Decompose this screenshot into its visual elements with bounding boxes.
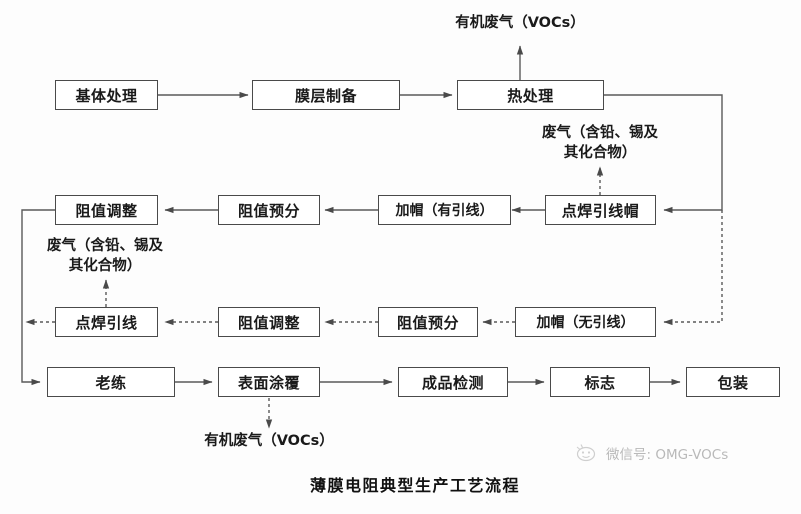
node-label: 阻值调整 [75, 201, 138, 220]
node-label: 表面涂覆 [237, 373, 300, 392]
edge-rail-to-capping-nolead [663, 210, 723, 326]
node-heat-treatment[interactable]: 热处理 [457, 80, 604, 110]
emission-line: 有机废气（VOCs） [455, 15, 585, 31]
edge-left-rail-to-aging [21, 209, 55, 386]
node-marking[interactable]: 标志 [550, 367, 650, 397]
watermark-text: 微信号: OMG-VOCs [606, 447, 729, 463]
emission-line: 其化合物） [563, 144, 637, 161]
emission-line: 其化合物） [68, 257, 142, 274]
node-label: 成品检测 [421, 373, 484, 392]
node-resistance-adjust-nolead[interactable]: 阻值调整 [218, 307, 320, 337]
node-label: 点焊引线帽 [561, 201, 640, 220]
node-label: 膜层制备 [294, 86, 357, 105]
diagram-caption: 薄膜电阻典型生产工艺流程 [310, 472, 520, 496]
node-aging[interactable]: 老练 [47, 367, 175, 397]
node-label: 包装 [717, 373, 749, 392]
node-capping-without-lead[interactable]: 加帽（无引线） [515, 307, 656, 337]
node-label: 基体处理 [75, 86, 138, 105]
node-label: 点焊引线 [75, 313, 138, 332]
node-label: 阻值预分 [396, 313, 459, 332]
emission-waste-gas-from-spot-weld-lead: 废气（含铅、锡及 其化合物） [30, 237, 180, 276]
node-packaging[interactable]: 包装 [686, 367, 780, 397]
node-label: 热处理 [507, 86, 554, 105]
node-label: 标志 [584, 373, 616, 392]
node-resistance-presort-lead[interactable]: 阻值预分 [218, 195, 320, 225]
node-substrate-treatment[interactable]: 基体处理 [55, 80, 158, 110]
node-surface-coating[interactable]: 表面涂覆 [218, 367, 320, 397]
watermark: 微信号: OMG-VOCs [573, 443, 728, 463]
caption-text: 薄膜电阻典型生产工艺流程 [310, 476, 521, 495]
node-film-preparation[interactable]: 膜层制备 [252, 80, 400, 110]
emission-line: 有机废气（VOCs） [204, 433, 334, 449]
node-spot-weld-lead-cap[interactable]: 点焊引线帽 [545, 195, 656, 225]
emission-line: 废气（含铅、锡及 [542, 125, 658, 141]
node-label: 阻值预分 [237, 201, 300, 220]
node-label: 加帽（无引线） [536, 315, 635, 331]
emission-waste-gas-from-spot-weld-lead-cap: 废气（含铅、锡及 其化合物） [525, 124, 675, 163]
emission-voc-from-surface-coating: 有机废气（VOCs） [204, 432, 334, 452]
node-resistance-presort-nolead[interactable]: 阻值预分 [378, 307, 478, 337]
node-label: 阻值调整 [237, 313, 300, 332]
emission-line: 废气（含铅、锡及 [47, 238, 163, 254]
node-label: 加帽（有引线） [395, 203, 494, 219]
node-resistance-adjust-lead[interactable]: 阻值调整 [55, 195, 158, 225]
edge-heat-to-spotweldcap [604, 94, 723, 214]
node-label: 老练 [95, 373, 127, 392]
emission-voc-from-heat-treatment: 有机废气（VOCs） [455, 14, 585, 34]
smiley-face-icon [573, 443, 599, 463]
node-finished-product-inspection[interactable]: 成品检测 [398, 367, 508, 397]
node-spot-weld-lead[interactable]: 点焊引线 [55, 307, 158, 337]
node-capping-with-lead[interactable]: 加帽（有引线） [378, 195, 511, 225]
